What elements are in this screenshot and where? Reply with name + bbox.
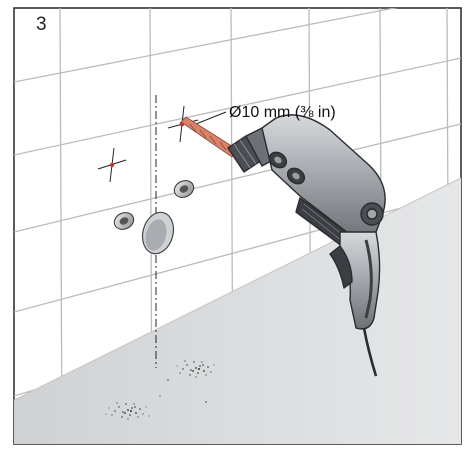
drill-size-label: Ø10 mm (⅜ in) [229,104,336,121]
callout-leader [195,111,227,125]
step-number: 3 [36,14,47,35]
wall-plug-icon [173,180,195,198]
wall-plug-icon [113,212,135,230]
floor-edge [14,177,461,401]
drill-dust-icon [105,360,215,420]
crosshair-mark-icon [97,147,127,183]
drill-icon [227,114,386,377]
